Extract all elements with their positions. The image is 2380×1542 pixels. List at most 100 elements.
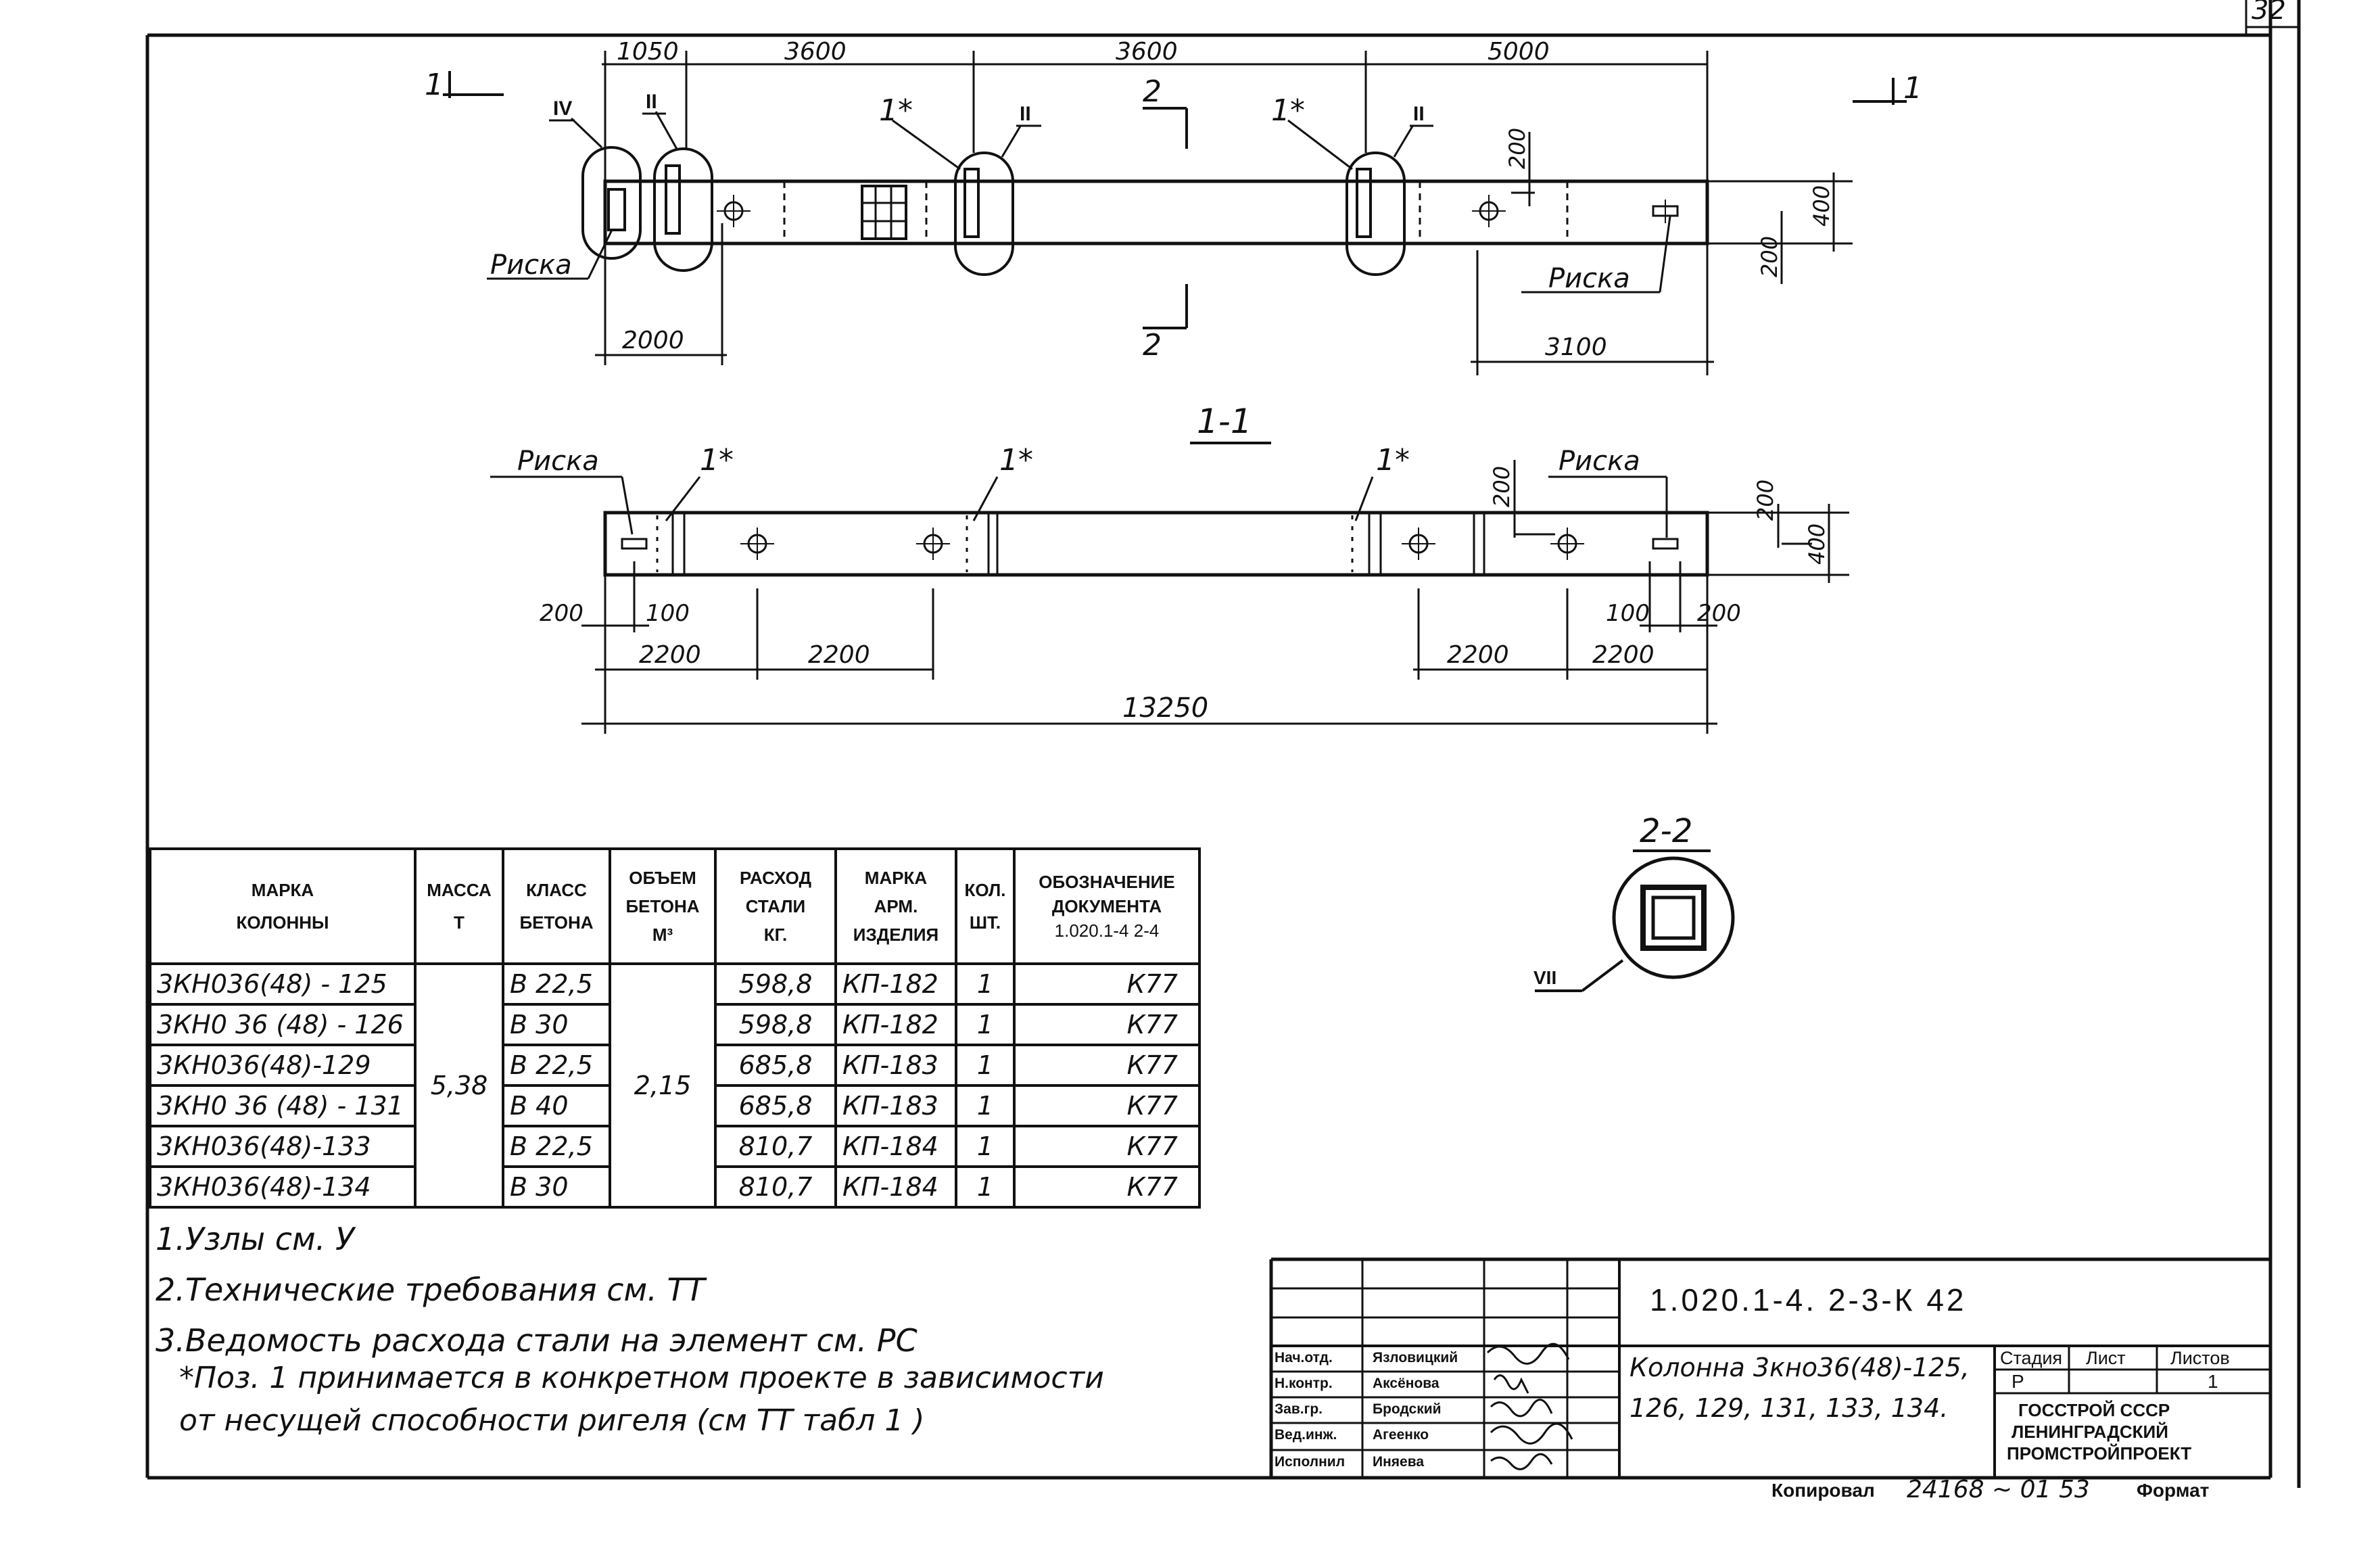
cell-qty: 1 [955, 1084, 1016, 1127]
table-row: 3КН036(48)-129 В 22,5 685,8 КП-183 1 К77 [149, 1044, 1201, 1087]
cell-item: КП-183 [834, 1084, 957, 1127]
cell-steel: 685,8 [714, 1084, 837, 1127]
org-line2: ЛЕНИНГРАДСКИЙ [2012, 1422, 2168, 1442]
plan-hole [1652, 200, 1679, 223]
cell-mass: 5,38 [414, 962, 504, 1209]
cell-mark: 3КН036(48)-134 [149, 1165, 416, 1209]
signatures [1486, 1342, 1573, 1470]
role-label: Исполнил [1275, 1454, 1346, 1470]
risk-label: Риска [1558, 446, 1640, 477]
rebar-cage-fragment [861, 185, 907, 240]
cell-steel: 598,8 [714, 962, 837, 1006]
section-dim-200: 200 [1753, 480, 1778, 521]
person-name: Аксёнова [1373, 1376, 1439, 1391]
table-row: 3КН036(48)-133 В 22,5 810,7 КП-184 1 К77 [149, 1125, 1201, 1168]
note-footnote: *Поз. 1 принимается в конкретном проекте… [179, 1361, 1104, 1395]
cell-doc: К77 [1013, 962, 1201, 1006]
plan-hole [717, 195, 751, 227]
section-dim-2200: 2200 [808, 641, 870, 669]
cell-class: В 22,5 [502, 1044, 611, 1087]
note-3: 3.Ведомость расхода стали на элемент см.… [156, 1322, 918, 1359]
section-mark-2-label: 2 [1143, 328, 1162, 363]
table-row: 3КН036(48) - 125 5,38 В 22,5 2,15 598,8 … [149, 962, 1201, 1209]
note-2: 2.Технические требования см. ТТ [156, 1271, 705, 1308]
section-dim-2200: 2200 [639, 641, 701, 669]
cell-item: КП-183 [834, 1044, 957, 1087]
cell-steel: 810,7 [714, 1165, 837, 1209]
section-1-1-title: 1-1 [1197, 402, 1252, 441]
doc-title-line1: Колонна 3кно36(48)-125, [1629, 1353, 1970, 1382]
plan-dim-2000: 2000 [622, 327, 684, 354]
cell-item: КП-182 [834, 962, 957, 1006]
cell-qty: 1 [955, 1044, 1016, 1087]
node-label-vii: VII [1533, 967, 1556, 988]
table-row: 3КН0 36 (48) - 131 В 40 685,8 КП-183 1 К… [149, 1084, 1201, 1127]
node-callout-ii [1346, 151, 1406, 276]
cell-item: КП-182 [834, 1003, 957, 1046]
sheets-value: 1 [2208, 1371, 2218, 1392]
cell-mark: 3КН036(48)-129 [149, 1044, 416, 1087]
cell-steel: 685,8 [714, 1044, 837, 1087]
copy-number: 24168 ~ 01 [1907, 1476, 2051, 1503]
cell-mark: 3КН036(48) - 125 [149, 962, 416, 1006]
table-row: 3КН0 36 (48) - 126 В 30 598,8 КП-182 1 К… [149, 1003, 1201, 1046]
stage-value: Р [2012, 1371, 2024, 1392]
org-line3: ПРОМСТРОЙПРОЕКТ [2007, 1443, 2192, 1464]
section-1-1-view: 1-1 Риска Риска 1* 1* 1* [490, 402, 1849, 734]
section-mark-1-label: 1 [425, 68, 444, 102]
table-row: 3КН036(48)-134 В 30 810,7 КП-184 1 К77 [149, 1165, 1201, 1209]
cell-class: В 30 [502, 1003, 611, 1046]
section-dim-total: 13250 [1122, 693, 1208, 724]
pos-label-1: 1* [1271, 93, 1305, 128]
person-name: Бродский [1373, 1401, 1442, 1417]
section-mark-1-label: 1 [1903, 71, 1922, 106]
cell-mark: 3КН0 36 (48) - 131 [149, 1084, 416, 1127]
doc-code: 1.020.1-4. 2-3-К 42 [1650, 1282, 1967, 1317]
pos-label-1: 1* [700, 443, 734, 477]
plan-dim-1050: 1050 [617, 38, 679, 66]
cell-doc: К77 [1013, 1044, 1201, 1087]
cell-doc: К77 [1013, 1003, 1201, 1046]
section-2-2-title: 2-2 [1640, 812, 1692, 850]
section-mark-1 [443, 71, 504, 98]
role-label: Н.контр. [1275, 1376, 1333, 1391]
cell-steel: 598,8 [714, 1003, 837, 1046]
section-2-2-view: 2-2 VII [1533, 812, 1735, 992]
cell-doc: К77 [1013, 1165, 1201, 1209]
col-header-qty: КОЛ.ШТ. [955, 847, 1016, 965]
person-name: Язловицкий [1373, 1350, 1458, 1365]
plan-view: 1050 3600 3600 5000 200 400 200 2000 310… [425, 38, 1922, 375]
section-hole [1402, 528, 1435, 560]
section-dim-2200: 2200 [1447, 641, 1509, 669]
plan-dim-200: 200 [1504, 128, 1530, 169]
section-dim-100: 100 [1606, 600, 1650, 627]
plan-dim-5000: 5000 [1488, 38, 1550, 66]
node-label-ii: II [1020, 103, 1031, 125]
plan-dim-400: 400 [1809, 185, 1834, 227]
cell-volume: 2,15 [609, 962, 717, 1209]
cell-class: В 22,5 [502, 1125, 611, 1168]
cell-item: КП-184 [834, 1165, 957, 1209]
node-label-iv: IV [553, 97, 572, 120]
risk-label: Риска [490, 250, 572, 281]
plan-top-dimension [602, 51, 1709, 181]
pos-label-1: 1* [1376, 443, 1410, 477]
node-label-ii: II [1413, 103, 1425, 125]
format-label: Формат [2137, 1480, 2210, 1501]
sheets-label: Листов [2170, 1348, 2230, 1368]
cell-qty: 1 [955, 1125, 1016, 1168]
title-block-lines [1269, 1257, 2270, 1478]
cell-mark: 3КН0 36 (48) - 126 [149, 1003, 416, 1046]
note-footnote-cont: от несущей способности ригеля (см ТТ таб… [179, 1403, 925, 1438]
node-callout-ii [653, 147, 713, 272]
cell-steel: 810,7 [714, 1125, 837, 1168]
plan-dim-200: 200 [1757, 236, 1782, 277]
section-dim-400: 400 [1804, 523, 1830, 565]
